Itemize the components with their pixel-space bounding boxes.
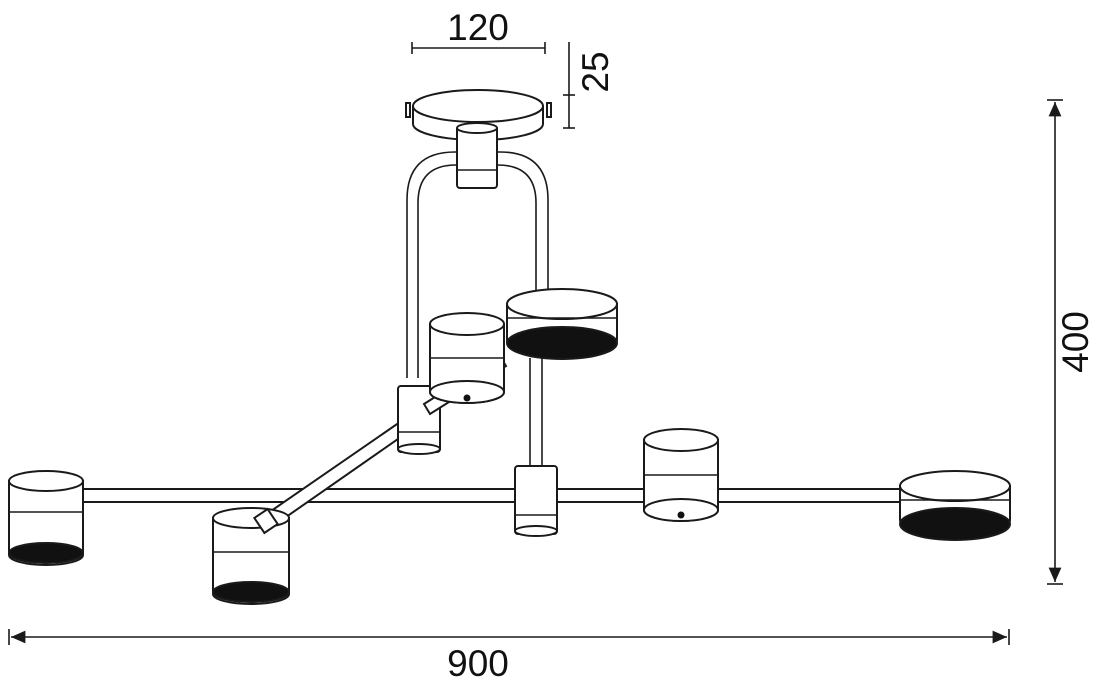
dimension-total-width: 900 xyxy=(8,629,1010,684)
lamp-left xyxy=(8,470,84,566)
bar-connector xyxy=(514,465,558,537)
dimension-total-height: 400 xyxy=(1047,99,1096,585)
dimension-canopy-width: 120 xyxy=(411,7,546,54)
lamp-lower-left xyxy=(212,507,290,605)
stem-connector xyxy=(456,122,498,189)
lamp-mid-right xyxy=(643,428,719,522)
dim-label-canopy-width: 120 xyxy=(447,7,509,48)
lamp-upper-middle xyxy=(429,312,505,404)
dimension-canopy-height: 25 xyxy=(563,42,616,129)
lamp-upper-right xyxy=(506,288,618,360)
dim-label-total-height: 400 xyxy=(1055,311,1096,373)
horizontal-bar xyxy=(81,488,907,503)
lamp-right xyxy=(899,470,1011,541)
dim-label-canopy-height: 25 xyxy=(575,51,616,92)
dim-label-total-width: 900 xyxy=(447,643,509,684)
